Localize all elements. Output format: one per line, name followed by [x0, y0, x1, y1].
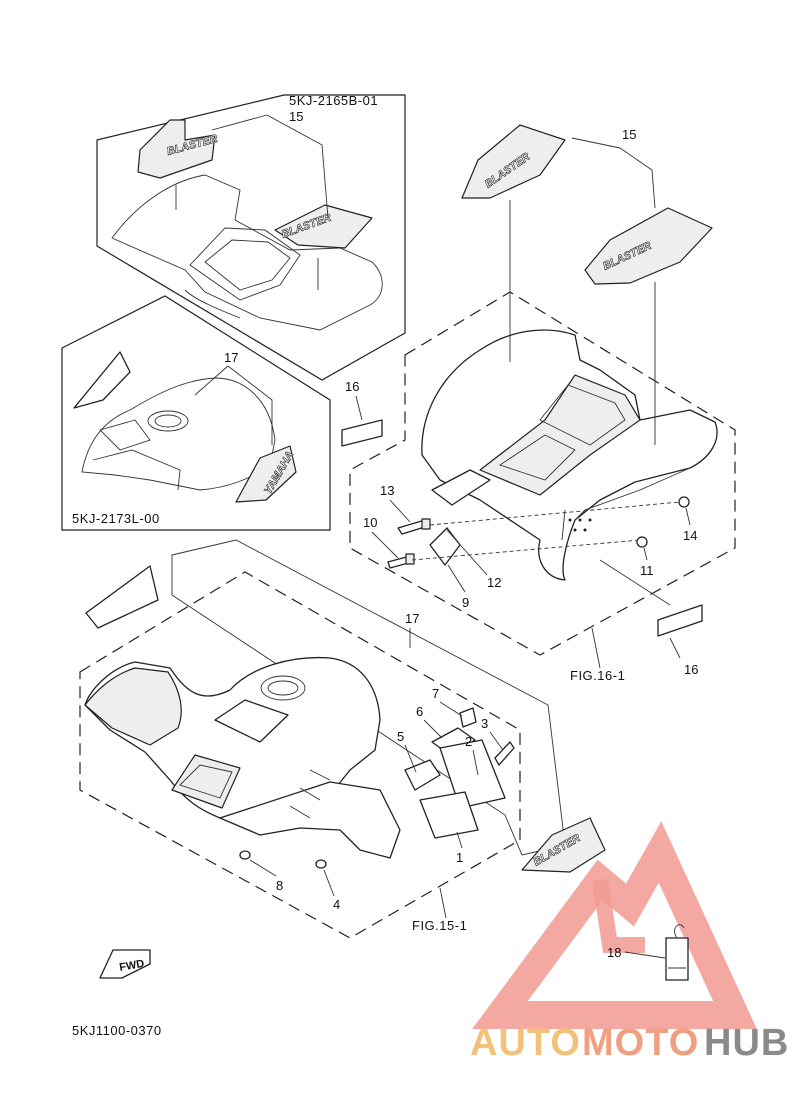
bolt-10 — [387, 553, 415, 569]
plate-9 — [429, 527, 461, 566]
watermark-moto: MOTO — [582, 1022, 699, 1064]
label-16-upper — [341, 419, 383, 447]
nut-4 — [315, 859, 327, 869]
callout-15: 15 — [622, 127, 636, 142]
callout-6: 6 — [416, 704, 423, 719]
fig-label-front: FIG.15-1 — [412, 918, 467, 933]
nut-11 — [636, 536, 648, 548]
callout-13: 13 — [380, 483, 394, 498]
watermark-text: AUTO MOTO HUB — [470, 1022, 789, 1064]
callout-1: 1 — [456, 850, 463, 865]
callout-11: 11 — [640, 563, 654, 578]
rear-fender-sketch — [111, 174, 383, 331]
decal-17-front-left — [85, 565, 159, 629]
callout-9: 9 — [462, 595, 469, 610]
decal-17-right: YAMAHA — [235, 445, 297, 503]
plate-2 — [439, 739, 506, 809]
rear-fender-assembly: BLASTER BLASTER 15 16 16 13 10 9 — [341, 124, 736, 683]
callout-3: 3 — [481, 716, 488, 731]
callout-16: 16 — [345, 379, 359, 394]
callout-15: 15 — [289, 109, 303, 124]
decal-17-left — [73, 351, 131, 409]
callout-5: 5 — [397, 729, 404, 744]
decal-blaster-front: BLASTER — [521, 817, 606, 873]
decal-15-left: BLASTER — [137, 119, 219, 179]
callout-16: 16 — [684, 662, 698, 677]
callout-17: 17 — [224, 350, 238, 365]
front-fender-assembly: BLASTER 17 7 6 3 5 2 — [79, 539, 606, 939]
callout-18: 18 — [607, 945, 621, 960]
callout-14: 14 — [683, 528, 697, 543]
nut-8 — [239, 850, 251, 860]
callout-17: 17 — [405, 611, 419, 626]
callout-10: 10 — [363, 515, 377, 530]
callout-8: 8 — [276, 878, 283, 893]
inset-front-fender-decals: 5KJ-2173L-00 YAMAHA 17 — [61, 295, 331, 531]
page-code: 5KJ1100-0370 — [72, 1023, 162, 1038]
ref-code-inset-top: 5KJ-2165B-01 — [289, 93, 378, 108]
bolt-7 — [459, 707, 477, 728]
rear-fender — [421, 329, 718, 581]
bolt-13 — [397, 518, 431, 535]
plate-5 — [404, 759, 441, 791]
decal-15-rear-lower: BLASTER — [584, 207, 713, 285]
fwd-label: FWD — [118, 958, 145, 974]
decal-15-right: BLASTER — [274, 204, 373, 249]
inset-rear-fender-decals: 5KJ-2165B-01 BLASTER BLASTER 15 — [96, 93, 406, 381]
callout-4: 4 — [333, 897, 340, 912]
watermark-auto: AUTO — [470, 1022, 581, 1064]
plate-1 — [419, 791, 479, 839]
fwd-arrow-icon: FWD — [99, 949, 151, 979]
watermark-logo — [472, 821, 757, 1029]
fig-label-rear: FIG.16-1 — [570, 668, 625, 683]
ref-code-inset-mid: 5KJ-2173L-00 — [72, 511, 160, 526]
callout-12: 12 — [487, 575, 501, 590]
label-16-lower — [657, 604, 703, 637]
bolt-3 — [494, 741, 515, 766]
front-fender-sketch — [81, 377, 276, 491]
decal-15-rear-upper: BLASTER — [461, 124, 566, 199]
watermark-hub: HUB — [704, 1022, 789, 1064]
callout-7: 7 — [432, 686, 439, 701]
tag-18 — [665, 924, 689, 981]
nut-14 — [678, 496, 690, 508]
front-fender — [84, 656, 401, 859]
callout-2: 2 — [465, 734, 472, 749]
